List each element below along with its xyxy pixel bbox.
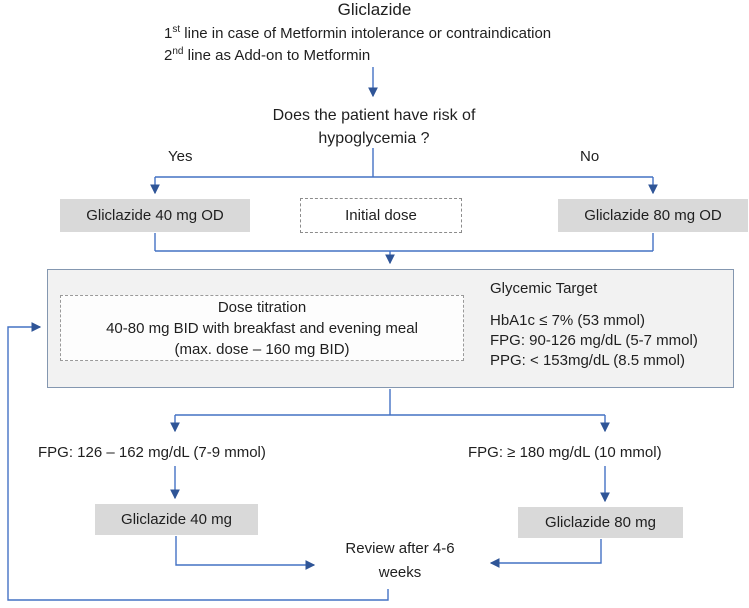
dose-titration-title: Dose titration: [217, 298, 307, 316]
glycemic-target-block: Glycemic Target HbA1c ≤ 7% (53 mmol) FPG…: [490, 280, 698, 371]
node-initial-dose: Initial dose: [300, 198, 462, 233]
node-gliclazide-40mg: Gliclazide 40 mg: [95, 504, 258, 535]
node-dose-titration: Dose titration 40-80 mg BID with breakfa…: [60, 295, 464, 361]
arrow-40-to-review: [175, 536, 316, 570]
arrow-review-loop-to-titration: [7, 322, 389, 601]
question-line-2: hypoglycemia ?: [318, 130, 430, 147]
question-line-1: Does the patient have risk of: [272, 107, 476, 124]
review-line-1: Review after 4-6: [345, 540, 455, 557]
glycemic-target-hba1c: HbA1c ≤ 7% (53 mmol): [490, 312, 645, 329]
glycemic-target-fpg: FPG: 90-126 mg/dL (5-7 mmol): [490, 332, 698, 349]
node-review: Review after 4-6 weeks: [320, 537, 480, 585]
condition-fpg-126-162: FPG: 126 – 162 mg/dL (7-9 mmol): [38, 444, 266, 461]
header-indication-lines: 1st line in case of Metformin intoleranc…: [164, 23, 551, 67]
titration-panel: Dose titration 40-80 mg BID with breakfa…: [47, 269, 734, 388]
dose-titration-regimen: 40-80 mg BID with breakfast and evening …: [106, 319, 418, 337]
branch-label-no: No: [580, 148, 600, 165]
branch-label-yes: Yes: [168, 148, 193, 165]
decision-question: Does the patient have risk of hypoglycem…: [224, 104, 524, 150]
dose-titration-max: (max. dose – 160 mg BID): [174, 340, 350, 358]
glycemic-target-ppg: PPG: < 153mg/dL (8.5 mmol): [490, 352, 685, 369]
arrow-80-to-review: [489, 539, 602, 568]
header-line-2: 2nd line as Add-on to Metformin: [164, 46, 371, 65]
review-line-2: weeks: [378, 564, 422, 581]
node-gliclazide-40mg-od: Gliclazide 40 mg OD: [60, 199, 250, 232]
header-line-1: 1st line in case of Metformin intoleranc…: [164, 24, 552, 43]
glycemic-target-title: Glycemic Target: [490, 280, 598, 297]
condition-fpg-180: FPG: ≥ 180 mg/dL (10 mmol): [468, 444, 662, 461]
node-gliclazide-80mg: Gliclazide 80 mg: [518, 507, 683, 538]
node-gliclazide-80mg-od: Gliclazide 80 mg OD: [558, 199, 748, 232]
diagram-title: Gliclazide: [337, 0, 412, 19]
